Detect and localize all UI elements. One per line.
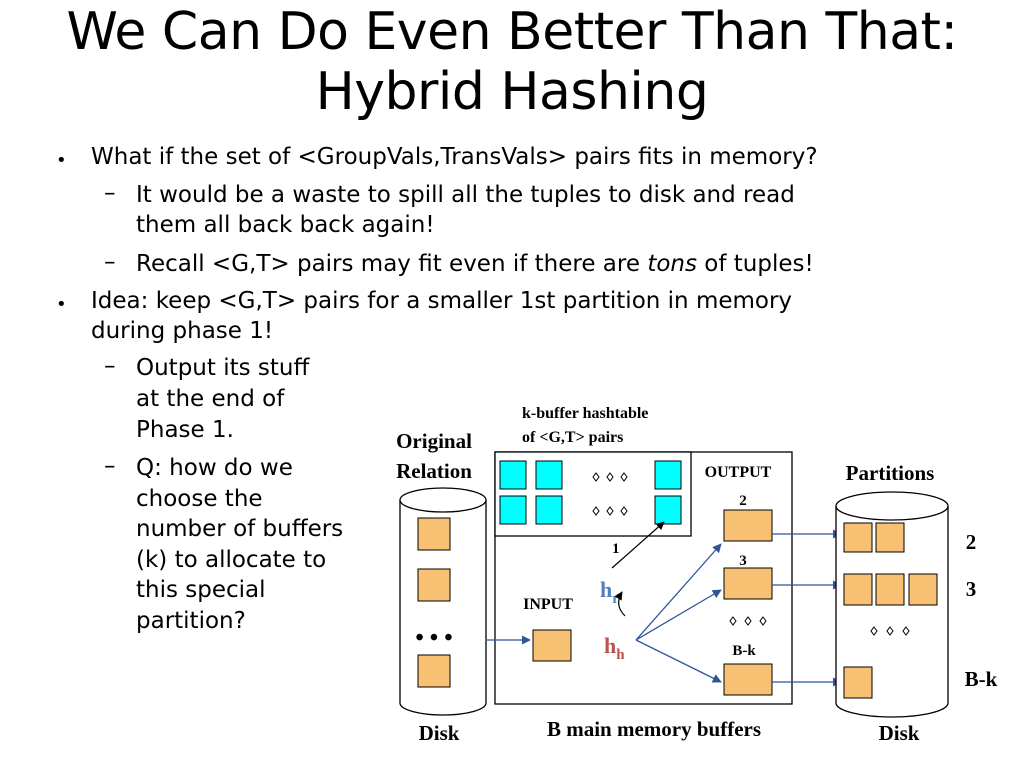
dash-marker: –: [104, 453, 116, 479]
hashtable-buffer: [654, 460, 682, 490]
sub-bullet-4-line: number of buffers: [136, 516, 344, 542]
hashtable-label: k-buffer hashtable: [522, 405, 648, 422]
sub-bullet-4-line: choose the: [136, 485, 263, 512]
hashtable-buffer: [535, 495, 563, 525]
original-relation-label: Relation: [396, 459, 472, 483]
hashtable-arrow: [611, 521, 665, 569]
output-ellipsis: [729, 616, 767, 626]
partition-2-page: [843, 522, 873, 553]
dash-marker: –: [104, 249, 116, 275]
hashtable-buffer: [499, 460, 527, 490]
input-label: INPUT: [523, 596, 573, 613]
output-buffer-3: [723, 567, 773, 600]
hr-main: h: [600, 577, 612, 602]
sub-bullet-1-line-2: them all back back again!: [136, 212, 435, 238]
original-relation-label: Original: [396, 429, 472, 453]
output-buffer-bk: [723, 663, 773, 696]
main-memory-label: B main memory buffers: [547, 717, 761, 741]
hash-function-hh: hh: [604, 633, 625, 663]
partition-bk-label: B-k: [965, 667, 998, 691]
sub-bullet-3: Output its stuff at the end of Phase 1.: [136, 353, 309, 446]
sub-bullet-4-line: Q: how do we: [136, 455, 293, 481]
bullet-2-line-1: Idea: keep <G,T> pairs for a smaller 1st…: [91, 288, 793, 314]
partition-2-page: [875, 522, 905, 553]
hashtable-buffer: [535, 460, 563, 490]
slide-title: We Can Do Even Better Than That: Hybrid …: [0, 2, 1024, 122]
sub-bullet-2: Recall <G,T> pairs may fit even if there…: [136, 249, 814, 280]
dash-marker: –: [104, 180, 116, 206]
output-buffer-3-label: 3: [739, 553, 747, 569]
partition-3-label: 3: [966, 577, 977, 601]
hh-main: h: [604, 633, 616, 658]
partitions-label: Partitions: [846, 461, 935, 485]
sub-bullet-3-line: Phase 1.: [136, 417, 234, 443]
hh-to-buffer-bk-arrow: [635, 639, 722, 683]
right-disk-label: Disk: [879, 721, 920, 745]
sub-bullet-4-line: (k) to allocate to: [136, 546, 327, 573]
input-buffer: [532, 629, 572, 662]
sub-bullet-1-line-1: It would be a waste to spill all the tup…: [136, 182, 795, 208]
sub-bullet-2-emphasis: tons: [647, 251, 697, 277]
sub-bullet-2-post: of tuples!: [696, 251, 814, 277]
output-buffer-2-label: 2: [739, 493, 747, 509]
partition-2-label: 2: [966, 530, 977, 554]
partition-3-page: [908, 573, 938, 606]
disk-page: [417, 517, 451, 551]
bullet-marker: •: [56, 150, 67, 171]
sub-bullet-4: Q: how do we choose the number of buffer…: [136, 453, 343, 636]
hashtable-ellipsis: [592, 472, 628, 516]
hashtable-buffer: [654, 495, 682, 525]
sub-bullet-3-line: Output its stuff: [136, 355, 310, 381]
hr-curved-arrow: [614, 591, 626, 617]
disk-ellipsis: • • •: [415, 625, 452, 651]
partition-3-page: [843, 573, 873, 606]
partition-3-page: [875, 573, 905, 606]
disk-page: [417, 654, 451, 688]
hh-to-buffer-2-arrow: [635, 543, 722, 641]
hh-subscript: h: [616, 647, 625, 663]
bullet-marker: •: [56, 294, 67, 315]
title-line-2: Hybrid Hashing: [315, 62, 709, 122]
sub-bullet-2-pre: Recall <G,T> pairs may fit even if there…: [136, 251, 648, 277]
bullet-2-line-2: during phase 1!: [91, 318, 274, 344]
hashtable-arrow-label: 1: [612, 541, 620, 557]
dash-marker: –: [104, 353, 116, 379]
output-buffer-bk-label: B-k: [732, 643, 756, 659]
title-line-1: We Can Do Even Better Than That:: [66, 2, 958, 62]
disk-page: [417, 568, 451, 602]
sub-bullet-3-line: at the end of: [136, 386, 285, 412]
hh-to-buffer-3-arrow: [635, 589, 722, 641]
bullet-1-text: What if the set of <GroupVals,TransVals>…: [91, 144, 818, 170]
hashtable-label: of <G,T> pairs: [522, 429, 623, 446]
partition-bk-page: [843, 666, 873, 699]
output-label: OUTPUT: [705, 464, 772, 481]
right-disk-cylinder: [835, 491, 949, 718]
sub-bullet-4-line: this special: [136, 577, 266, 603]
hashtable-buffer: [499, 495, 527, 525]
output-buffer-2: [723, 509, 773, 542]
left-disk-label: Disk: [419, 721, 460, 745]
partition-ellipsis: [870, 626, 910, 636]
sub-bullet-4-line: partition?: [136, 607, 246, 634]
